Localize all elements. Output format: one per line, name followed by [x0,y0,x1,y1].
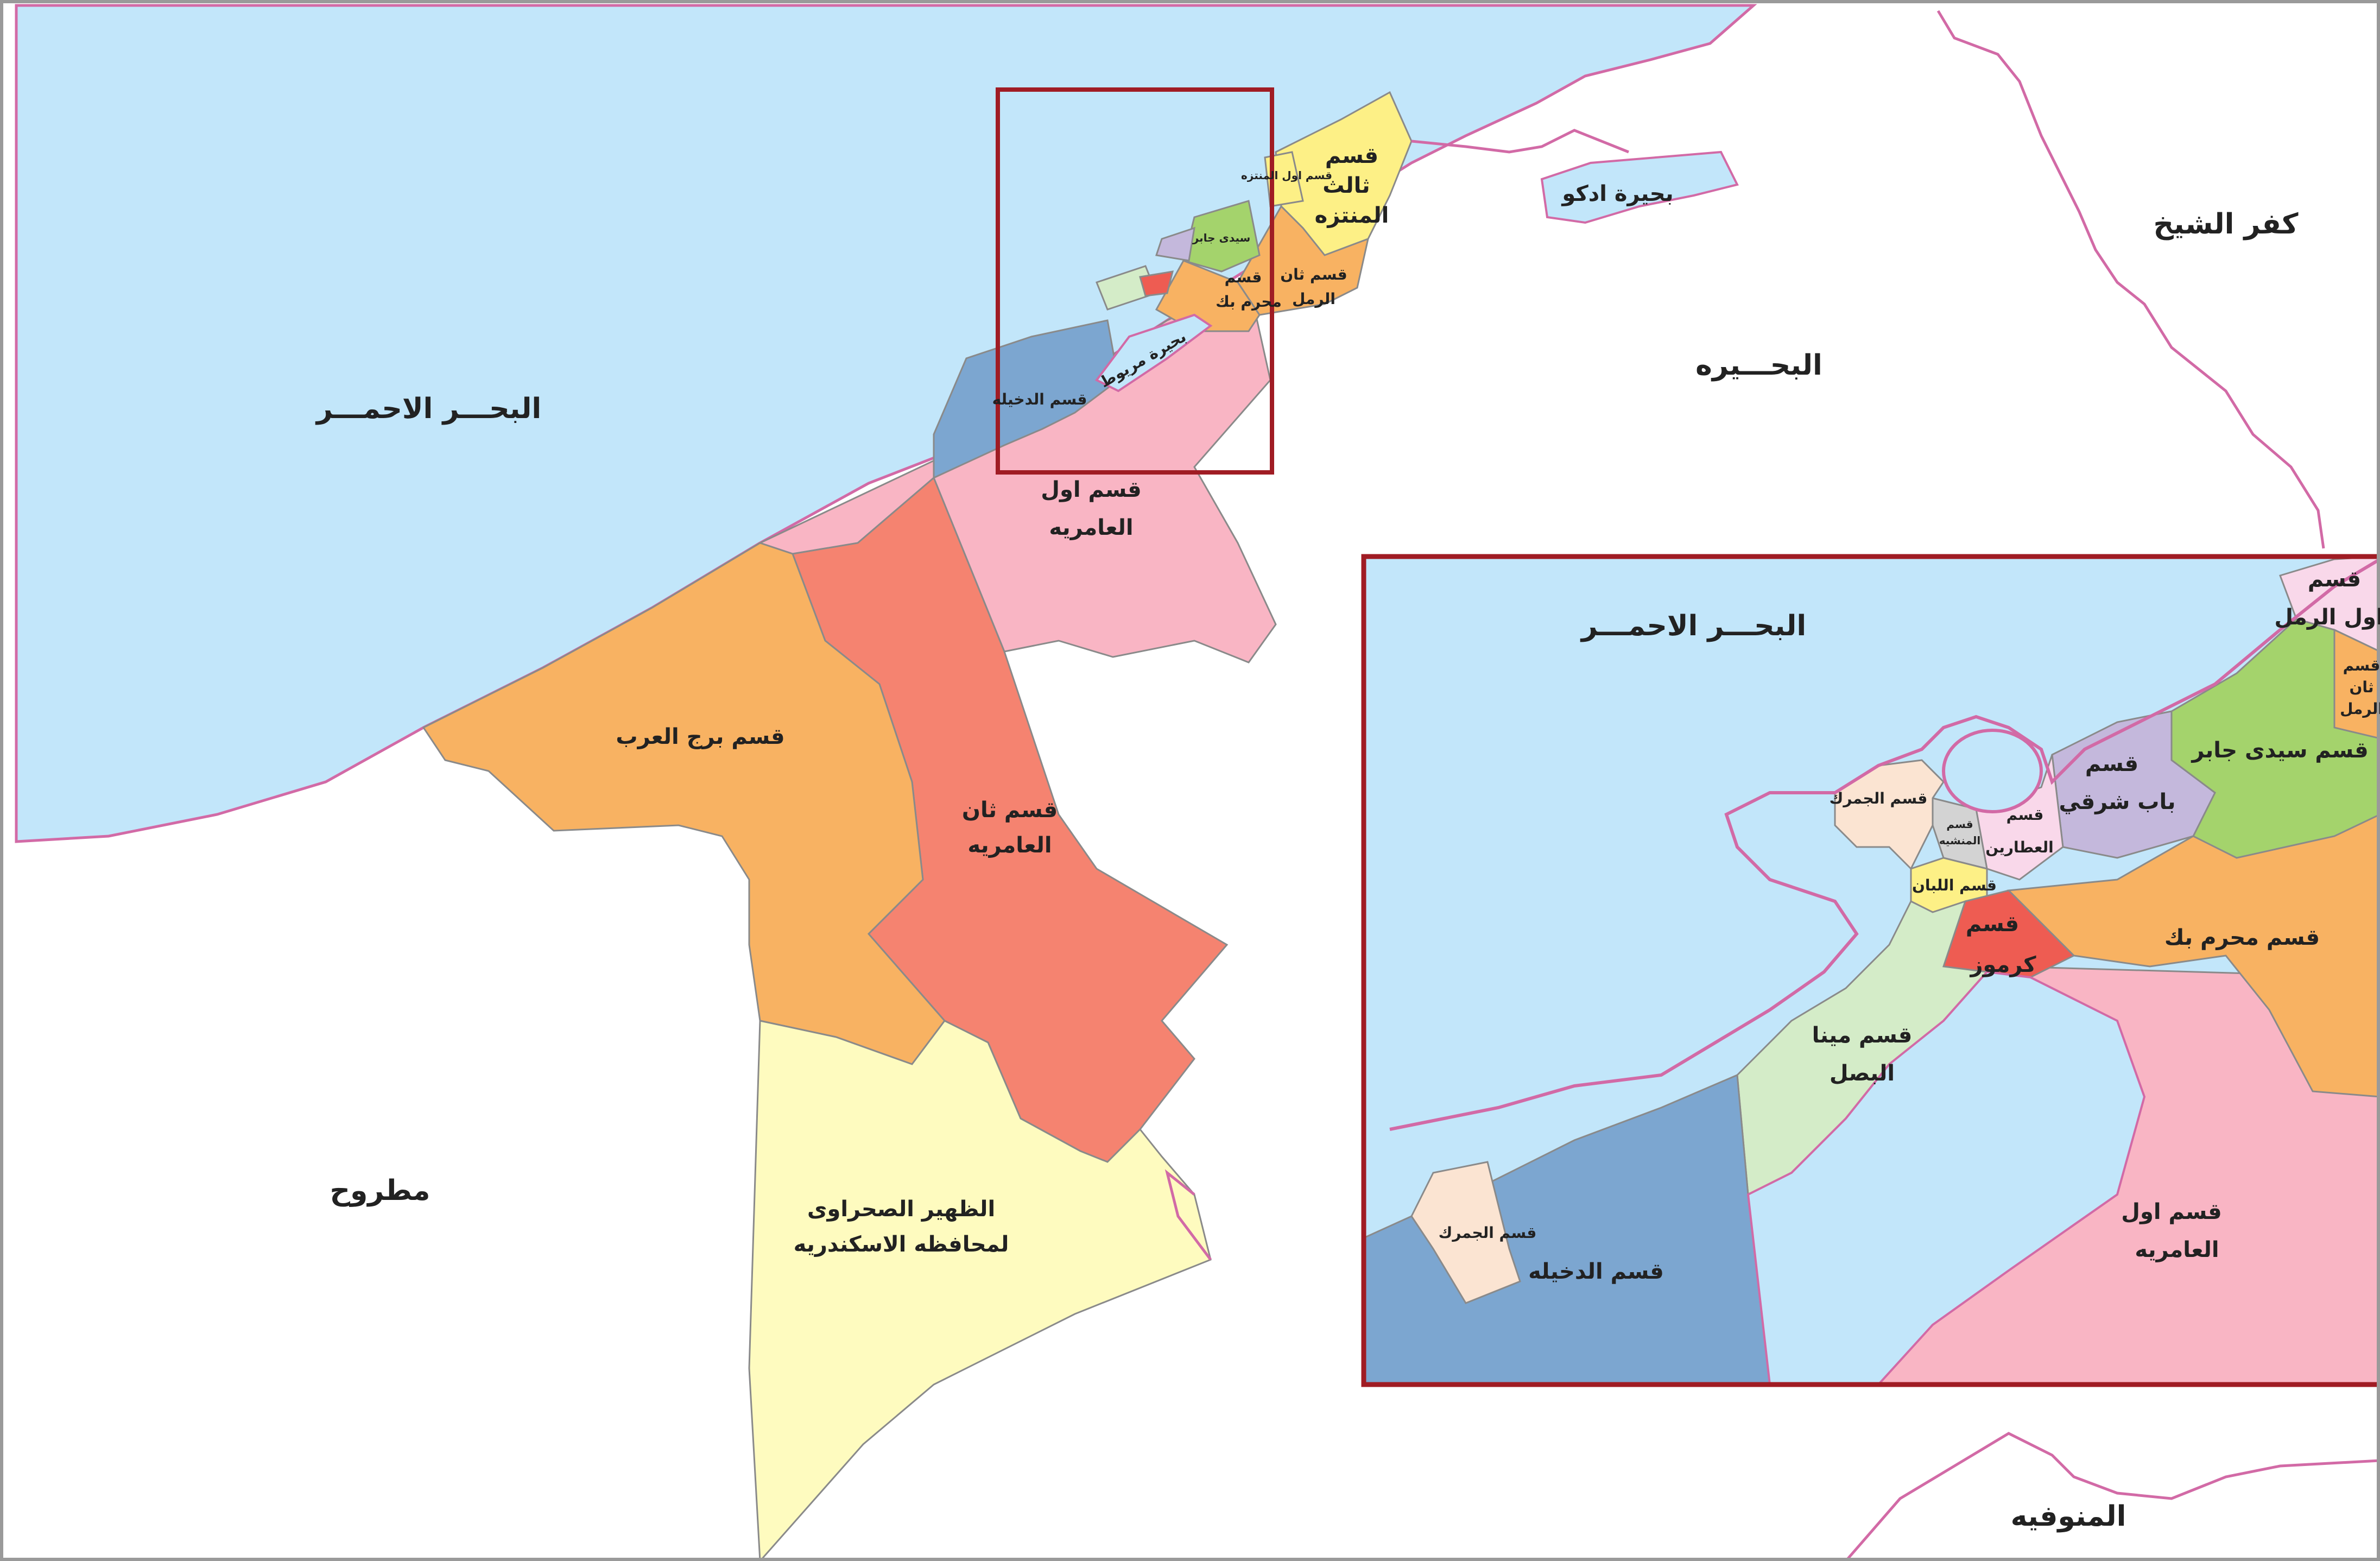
inset-label-mina-basal-2: البصل [1830,1061,1895,1086]
lake-idku [1540,150,1739,224]
inset-label-awal-raml-2: اول الرمل [2274,605,2380,630]
region-awal-montaza-small [1264,151,1304,207]
label-thani-raml-1: قسم ثان [1280,266,1347,283]
border-east [1164,1169,1212,1261]
inset-label-gomrok-top: قسم الجمرك [1830,789,1928,807]
inset-label-moharam-bek: قسم محرم بك [2164,925,2320,950]
label-awal-ameriya-2: العامريه [1049,515,1133,540]
inset-label-labban: قسم اللبان [1912,876,1997,894]
inset-region-thani-raml [2333,628,2380,740]
inset-label-awal-raml-1: قسم [2308,567,2361,592]
inset-region-gomrok-bottom [1410,1161,1521,1304]
inset-label-bab-sharqi-2: باب شرقي [2059,789,2175,814]
inset-label-sidi-gaber: قسم سيدى جابر [2191,738,2368,763]
label-sidi-gaber-small: سيدى جابر [1192,231,1251,244]
region-desert [748,1020,1212,1561]
border-beheira-kafr [1936,10,2325,549]
inset-label-red-sea: البحـــر الاحمـــر [1580,610,1806,642]
inset-region-gomrok-top [1834,759,1945,870]
label-lake-idku: بحيرة ادكو [1561,181,1673,206]
inset-locator-frame [996,87,1274,475]
border-menoufia [1845,1432,2380,1561]
label-desert-1: الظهير الصحراوى [807,1197,995,1222]
label-thani-raml-2: الرمل [1292,290,1335,308]
border-beheira-coast [1411,129,1629,154]
region-karmouz-small [1139,270,1174,297]
inset-label-dekheila: قسم الدخيله [1528,1259,1664,1284]
inset-label-bab-sharqi-1: قسم [2085,751,2138,776]
inset-label-attarin-2: العطارين [1985,838,2054,856]
label-red-sea: البحـــر الاحمـــر [315,393,541,425]
label-menoufia: المنوفيه [2011,1500,2126,1533]
inset-eastern-harbour [1942,729,2043,813]
inset-region-bab-sharqi [2051,710,2216,859]
inset-label-thani-raml-1: قسم [2343,656,2380,674]
lake-mariout [1094,313,1213,393]
inset-region-awal-raml [2279,557,2380,653]
inset-lake-mariout [1746,970,2146,1385]
inset-label-karmouz-1: قسم [1966,912,2019,937]
label-borg-el-arab: قسم برج العرب [616,724,784,749]
label-thaleth-montaza-2: ثالث [1322,173,1370,198]
label-moharam-bek-2: محرم بك [1216,293,1282,311]
label-matrouh: مطروح [330,1174,431,1207]
inset-region-moharam-bek [2006,813,2380,1098]
inset-label-mansheya-1: قسم [1946,818,1973,831]
inset-label-awal-ameriya-1: قسم اول [2121,1199,2221,1224]
inset-label-awal-ameriya-2: العامريه [2135,1237,2219,1262]
label-kafr-el-sheikh: كفر الشيخ [2153,208,2299,241]
inset-label-mansheya-2: المنشيه [1939,834,1981,847]
label-beheira: البحـــيره [1695,349,1822,382]
inset-coast-line [1389,558,2380,1131]
region-lavender-small [1155,226,1195,262]
inset-label-attarin-1: قسم [2006,806,2044,824]
label-awal-ameriya-1: قسم اول [1041,477,1141,502]
label-thaleth-montaza-3: المنتزه [1315,203,1389,228]
inset-label-gomrok-bottom: قسم الجمرك [1439,1224,1537,1242]
label-dekheila: قسم الدخيله [992,390,1087,408]
label-thani-ameriya-1: قسم ثان [962,798,1058,823]
inset-frame [1361,554,2380,1387]
inset-label-mina-basal-1: قسم مينا [1812,1023,1913,1048]
inset-label-thani-raml-2: ثان [2350,678,2374,696]
label-thani-ameriya-2: العامريه [967,833,1052,858]
inset-label-karmouz-2: كرموز [1969,952,2036,977]
label-desert-2: لمحافظه الاسكندريه [794,1232,1009,1257]
inset-label-thani-raml-3: الرمل [2340,700,2380,718]
label-awal-montaza-small: قسم اول المنتزه [1241,169,1332,182]
region-moharam-bek [1155,260,1261,332]
label-moharam-bek-1: قسم [1225,268,1262,286]
label-thaleth-montaza-1: قسم [1325,143,1378,168]
inset-map [1364,557,2380,1385]
